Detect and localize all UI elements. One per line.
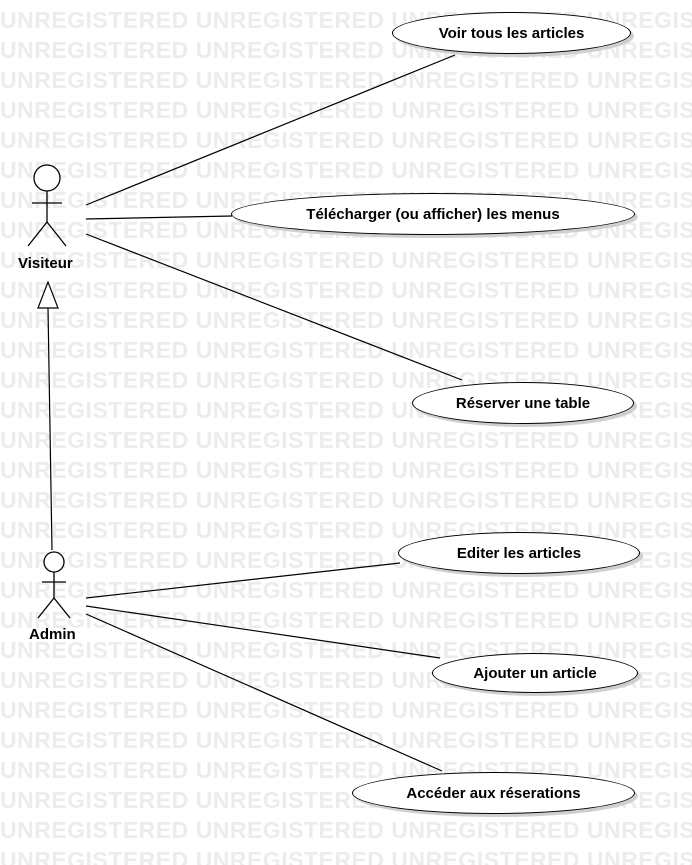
visiteur-actor-label: Visiteur [18, 255, 73, 272]
association-visiteur-telecharger-menus [85, 215, 233, 220]
usecase-reserver-table[interactable]: Réserver une table [412, 382, 634, 424]
usecase-acceder-reservations[interactable]: Accéder aux réserations [352, 772, 635, 814]
association-admin-ajouter-article [85, 605, 441, 659]
generalization-line [47, 307, 53, 551]
usecase-ajouter-article[interactable]: Ajouter un article [432, 653, 638, 693]
admin-actor-figure [37, 551, 71, 619]
visiteur-actor-figure [27, 164, 67, 247]
usecase-telecharger-menus[interactable]: Télécharger (ou afficher) les menus [231, 193, 635, 235]
association-admin-acceder-reservations [85, 613, 443, 772]
generalization-arrowhead [37, 280, 59, 309]
association-admin-editer-articles [85, 562, 401, 599]
usecase-editer-articles[interactable]: Editer les articles [398, 532, 640, 574]
association-visiteur-reserver-table [85, 233, 463, 381]
usecase-voir-articles[interactable]: Voir tous les articles [392, 12, 631, 54]
admin-actor-label: Admin [29, 626, 76, 643]
association-visiteur-voir-articles [85, 54, 456, 206]
